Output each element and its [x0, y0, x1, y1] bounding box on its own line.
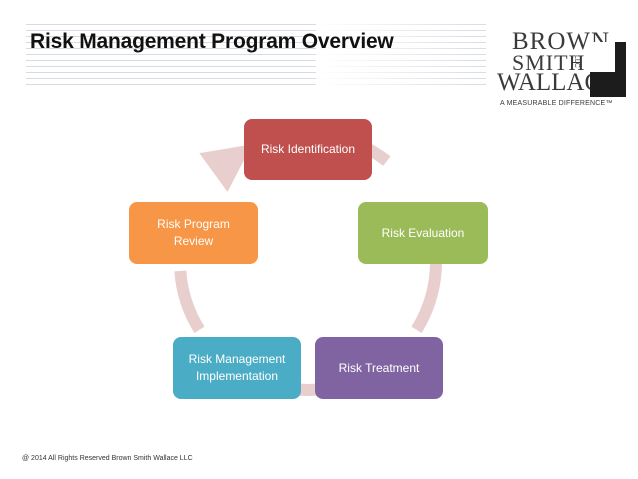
logo-tagline: A MEASURABLE DIFFERENCE™	[500, 100, 613, 107]
step-label: Risk Program Review	[157, 217, 230, 248]
step-risk-management-implementation[interactable]: Risk Management Implementation	[173, 337, 301, 399]
step-label: Risk Identification	[260, 142, 356, 156]
logo-mark-icon	[590, 42, 626, 97]
logo-line-smith: SMITH	[512, 50, 586, 75]
step-label: Risk Management Implementation	[188, 352, 286, 383]
company-logo: BROWN SMITH WALLACE LLC A MEASURABLE DIF…	[488, 22, 628, 112]
header-rule-lines	[26, 18, 486, 88]
step-risk-evaluation[interactable]: Risk Evaluation	[358, 202, 488, 264]
cycle-arrow-segment	[174, 270, 205, 334]
copyright-footer: @ 2014 All Rights Reserved Brown Smith W…	[22, 455, 193, 462]
step-risk-treatment[interactable]: Risk Treatment	[315, 337, 443, 399]
cycle-arrow-segment	[411, 252, 442, 334]
step-label: Risk Treatment	[338, 360, 420, 375]
step-risk-identification[interactable]: Risk Identification	[244, 119, 372, 180]
cycle-arrow-segment	[199, 144, 253, 192]
step-risk-program-review[interactable]: Risk Program Review	[129, 202, 258, 264]
step-label: Risk Evaluation	[381, 225, 465, 240]
page-title: Risk Management Program Overview	[30, 30, 394, 53]
